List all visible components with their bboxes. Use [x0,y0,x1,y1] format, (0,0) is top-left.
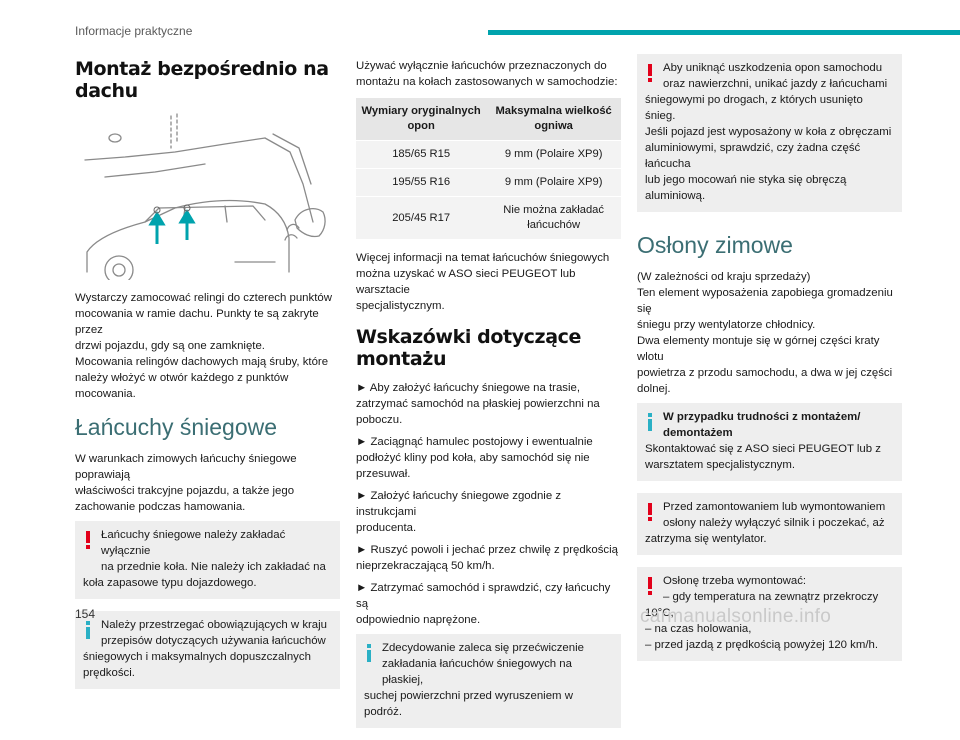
section-title-install: Wskazówki dotyczące montażu [356,326,581,370]
warning-icon [648,577,652,595]
info-icon [86,621,90,639]
table-header-link-size: Maksymalna wielkość ogniwa [486,98,621,141]
table-cell: 185/65 R15 [356,140,487,169]
table-header-tire-size: Wymiary oryginalnych opon [356,98,487,141]
install-step-2: ► Zaciągnąć hamulec postojowy i ewentual… [356,436,593,480]
table-row: 205/45 R17 Nie można zakładać łańcuchów [356,196,621,240]
warning-note-remove-cover: Osłonę trzeba wymontować: – gdy temperat… [637,567,902,661]
warning-note-front-wheels: Łańcuchy śniegowe należy zakładać wyłącz… [75,521,340,599]
table-cell: 205/45 R17 [356,196,487,240]
page-number: 154 [75,607,96,621]
warning-note-engine-off: Przed zamontowaniem lub wymontowaniem os… [637,493,902,555]
covers-paragraph: (W zależności od kraju sprzedaży) Ten el… [637,271,893,395]
info-icon [648,413,652,431]
table-cell: 9 mm (Polaire XP9) [486,168,621,197]
car-roof-illustration [84,113,326,285]
install-step-4: ► Ruszyć powoli i jechać przez chwilę z … [356,544,618,572]
warning-icon [86,531,90,549]
table-row: 185/65 R15 9 mm (Polaire XP9) [356,140,621,169]
section-title-roof: Montaż bezpośrednio na dachu [75,58,329,102]
table-header-row: Wymiary oryginalnych opon Maksymalna wie… [356,98,621,141]
install-step-3: ► Założyć łańcuchy śniegowe zgodnie z in… [356,490,562,534]
section-title-covers: Osłony zimowe [637,232,793,258]
section-title-chains: Łańcuchy śniegowe [75,414,278,440]
running-header: Informacje praktyczne [75,24,193,38]
table-cell: Nie można zakładać łańcuchów [486,196,621,240]
warning-icon [648,64,652,82]
warning-note-tire-damage: Aby uniknąć uszkodzenia opon samochodu o… [637,54,902,212]
warning-icon [648,503,652,521]
chains-intro: Używać wyłącznie łańcuchów przeznaczonyc… [356,60,618,88]
chains-paragraph: W warunkach zimowych łańcuchy śniegowe p… [75,453,297,513]
info-note-difficulty: W przypadku trudności z montażem/ demont… [637,403,902,481]
header-accent-bar [488,30,960,35]
more-info-paragraph: Więcej informacji na temat łańcuchów śni… [356,252,610,312]
info-icon [367,644,371,662]
column-2: Używać wyłącznie łańcuchów przeznaczonyc… [356,58,621,740]
info-note-regulations: Należy przestrzegać obowiązujących w kra… [75,611,340,689]
watermark: carmanualsonline.info [640,606,832,627]
table-cell: 9 mm (Polaire XP9) [486,140,621,169]
column-1: Montaż bezpośrednio na dachu [75,52,340,701]
table-row: 195/55 R16 9 mm (Polaire XP9) [356,168,621,197]
install-step-1: ► Aby założyć łańcuchy śniegowe na trasi… [356,382,600,426]
info-note-practice: Zdecydowanie zaleca się przećwiczenie za… [356,634,621,728]
table-cell: 195/55 R16 [356,168,487,197]
roof-mount-illustration [75,112,340,285]
tire-chain-table: Wymiary oryginalnych opon Maksymalna wie… [356,98,621,240]
install-step-5: ► Zatrzymać samochód i sprawdzić, czy ła… [356,582,611,626]
roof-paragraph: Wystarczy zamocować relingi do czterech … [75,292,332,400]
column-3: Aby uniknąć uszkodzenia opon samochodu o… [637,54,902,673]
